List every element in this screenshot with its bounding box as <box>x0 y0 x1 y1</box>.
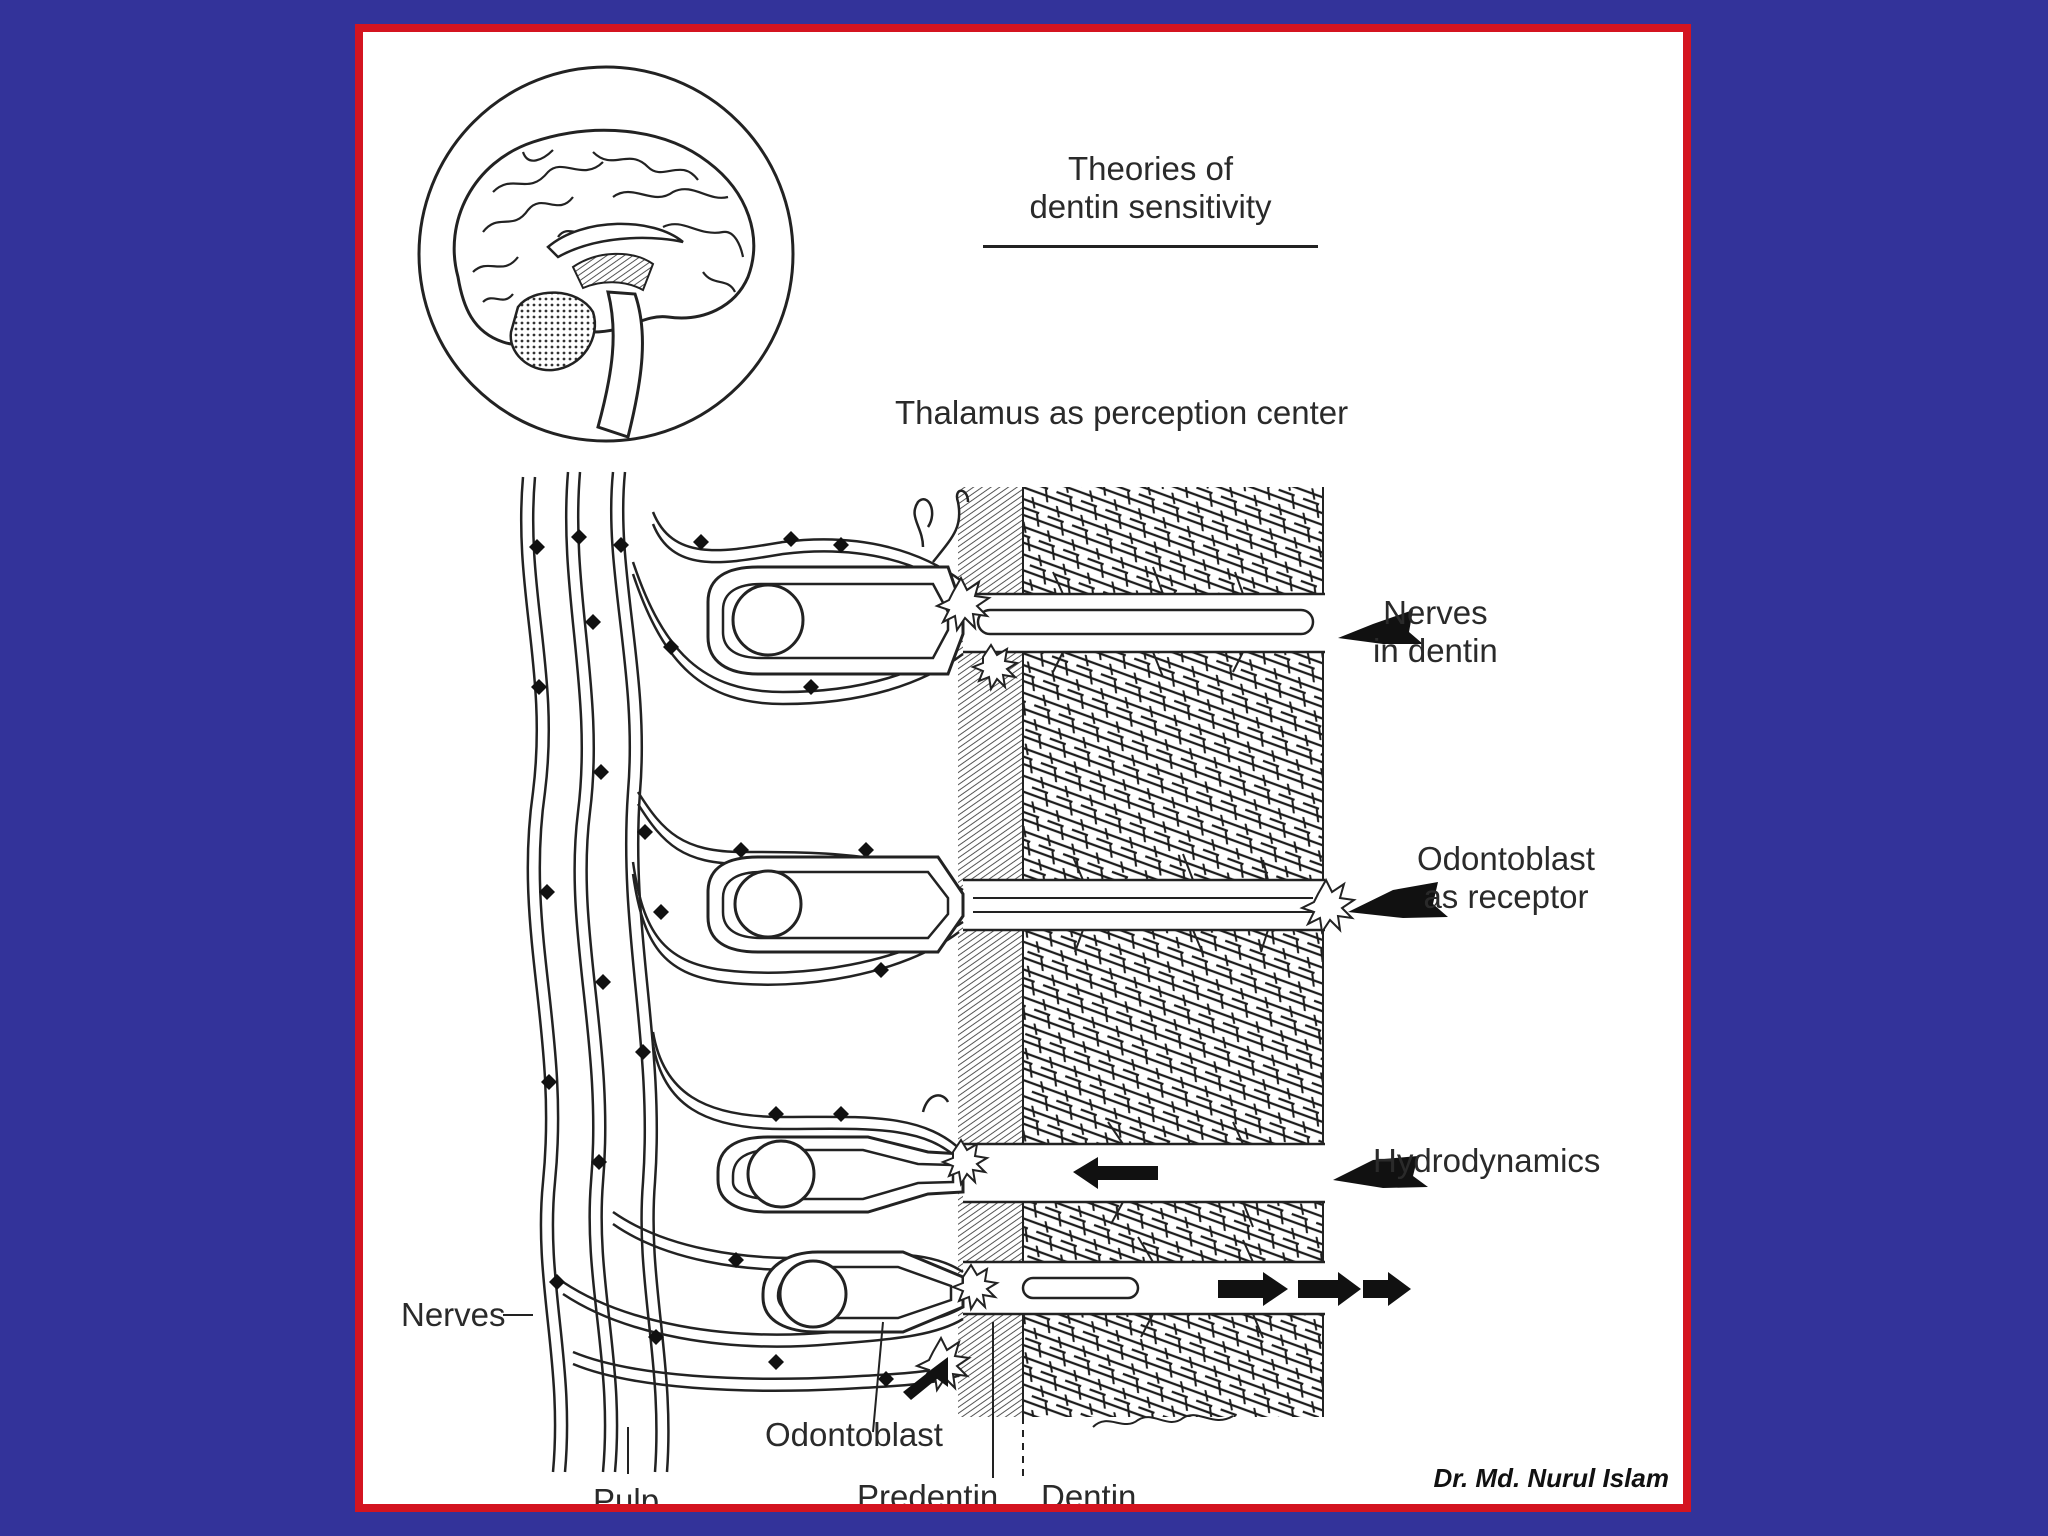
slide-frame: Theories of dentin sensitivity Thalamus … <box>355 24 1691 1512</box>
nerve-nodes <box>529 529 894 1387</box>
nerve-bundle <box>519 471 670 1473</box>
title-line-2: dentin sensitivity <box>1029 188 1272 225</box>
title-underline <box>983 245 1318 248</box>
hydrodynamics-label: Hydrodynamics <box>1373 1142 1601 1179</box>
odontoblast-receptor-label: Odontoblast as receptor <box>1417 840 1595 916</box>
nerves-in-dentin-line-1: Nerves <box>1383 594 1488 631</box>
dentin-label: Dentin <box>1041 1478 1137 1512</box>
brain-illustration <box>417 65 795 443</box>
dentin-sensitivity-diagram <box>417 65 1448 1482</box>
hydrodynamics-arrow <box>1333 1156 1428 1188</box>
author-credit: Dr. Md. Nurul Islam <box>1433 1463 1670 1493</box>
leader-lines <box>503 1314 994 1478</box>
odontoblast-receptor-line-2: as receptor <box>1423 878 1589 915</box>
nerves-in-dentin-arrow <box>1338 610 1423 644</box>
nerves-in-dentin-line-2: in dentin <box>1373 632 1498 669</box>
dentin-block <box>958 487 1363 1482</box>
nerve-branches <box>562 489 970 1392</box>
nerves-label: Nerves <box>401 1296 506 1333</box>
thalamus-label: Thalamus as perception center <box>895 394 1349 431</box>
odontoblast-receptor-line-1: Odontoblast <box>1417 840 1595 877</box>
artist-signature <box>1092 1414 1234 1428</box>
nerve-endings <box>914 575 1357 1393</box>
stimulus-arrows <box>903 610 1448 1400</box>
nerves-in-dentin-label: Nerves in dentin <box>1373 594 1498 670</box>
title-line-1: Theories of <box>1067 150 1234 187</box>
diagram-title: Theories of dentin sensitivity <box>953 150 1348 226</box>
odontoblast-receptor-arrow <box>1348 882 1448 918</box>
pulp-label: Pulp <box>593 1482 660 1512</box>
predentin-label: Predentin <box>857 1478 999 1512</box>
odontoblast-label: Odontoblast <box>765 1416 943 1453</box>
odontoblast-cells <box>706 565 965 1334</box>
